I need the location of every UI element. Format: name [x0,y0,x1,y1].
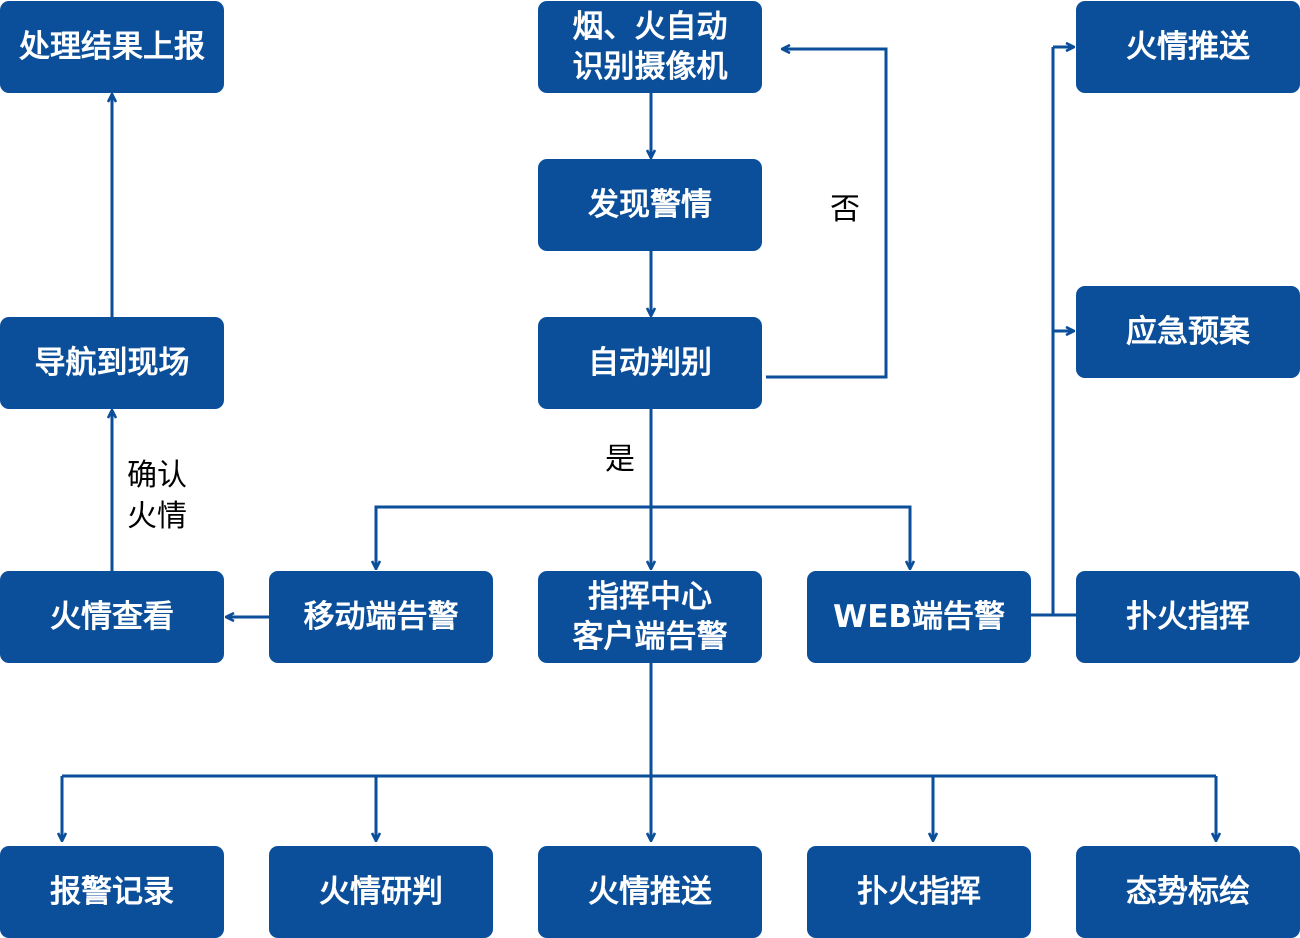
node-web-alert: WEB端告警 [807,571,1031,663]
node-firefight-command-right-label: 扑火指挥 [1126,599,1250,635]
node-firefight-command-bottom-label: 扑火指挥 [857,874,981,910]
node-mobile-alert: 移动端告警 [269,571,493,663]
node-mobile-alert-label: 移动端告警 [303,599,459,635]
node-emergency-plan: 应急预案 [1076,286,1300,378]
node-command-center-line-2: 客户端告警 [572,619,728,655]
node-fire-view-label: 火情查看 [50,599,174,635]
node-firefight-command-right: 扑火指挥 [1076,571,1300,663]
node-navigate-scene: 导航到现场 [0,317,224,409]
node-fire-analysis-label: 火情研判 [319,874,443,910]
node-web-alert-label: WEB端告警 [833,599,1005,635]
node-emergency-plan-label: 应急预案 [1126,314,1250,350]
edge-label-no: 否 [830,192,860,227]
node-navigate-scene-label: 导航到现场 [34,345,190,381]
edge-label-confirm-line-1: 确认 [127,458,187,493]
node-firefight-command-bottom: 扑火指挥 [807,846,1031,938]
node-command-center-line-1: 指挥中心 [588,579,712,615]
node-fire-analysis: 火情研判 [269,846,493,938]
node-discover-alert: 发现警情 [538,159,762,251]
node-fire-view: 火情查看 [0,571,224,663]
node-camera-line-2: 识别摄像机 [572,49,728,85]
node-alarm-record-label: 报警记录 [50,874,174,910]
node-report-result-label: 处理结果上报 [19,29,205,65]
node-fire-push-bottom: 火情推送 [538,846,762,938]
node-situation-plot-label: 态势标绘 [1126,874,1250,910]
node-camera: 烟、火自动 识别摄像机 [538,1,762,93]
node-alarm-record: 报警记录 [0,846,224,938]
node-discover-alert-label: 发现警情 [588,187,712,223]
edge-label-yes: 是 [605,442,635,477]
arrow-judge-no-to-camera [766,49,888,379]
node-fire-push-top-label: 火情推送 [1126,29,1250,65]
node-fire-push-bottom-label: 火情推送 [588,874,712,910]
node-fire-push-top: 火情推送 [1076,1,1300,93]
node-report-result: 处理结果上报 [0,1,224,93]
edge-label-confirm-line-2: 火情 [127,499,187,534]
node-auto-judge-label: 自动判别 [588,345,712,381]
node-command-center-alert: 指挥中心 客户端告警 [538,571,762,663]
arrow-branch-to-mobile [376,505,651,568]
node-camera-line-1: 烟、火自动 [572,9,728,45]
node-situation-plot: 态势标绘 [1076,846,1300,938]
node-auto-judge: 自动判别 [538,317,762,409]
arrow-branch-to-web [651,505,910,568]
